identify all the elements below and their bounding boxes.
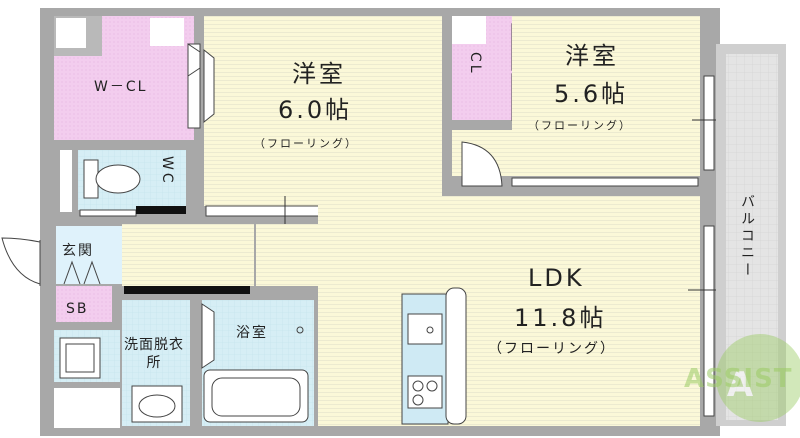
ldk-floor: （フローリング） — [488, 341, 616, 357]
bathroom-label: 浴室 — [236, 325, 268, 341]
ldk-room — [318, 196, 700, 426]
western-room-1-name: 洋室 — [292, 60, 346, 88]
watermark-text: ASSIST — [684, 364, 793, 394]
washroom-label: 洗面脱衣所 — [124, 337, 184, 372]
cl-label: CL — [467, 52, 483, 76]
assist-watermark-logo: A — [716, 334, 800, 422]
western-room-2-size: 5.6帖 — [554, 80, 629, 108]
western-room-1-size: 6.0帖 — [278, 96, 353, 124]
genkan-label: 玄関 — [62, 243, 94, 259]
western-room-2 — [512, 16, 700, 176]
western-room-1 — [204, 16, 442, 206]
ldk-name: LDK — [528, 264, 585, 292]
western-room-2-name: 洋室 — [565, 42, 619, 70]
balcony-label: バルコニー — [739, 194, 755, 279]
western-room-1-floor: （フローリング） — [254, 137, 358, 150]
wcl-closet — [54, 16, 194, 140]
wc-label: WC — [159, 156, 175, 186]
ldk-size: 11.8帖 — [514, 304, 607, 332]
hallway — [122, 224, 254, 286]
sb-label: SB — [66, 301, 89, 317]
western-room-2-floor: （フローリング） — [528, 119, 632, 132]
svg-text:A: A — [727, 365, 754, 405]
wcl-label: W－CL — [94, 79, 148, 95]
